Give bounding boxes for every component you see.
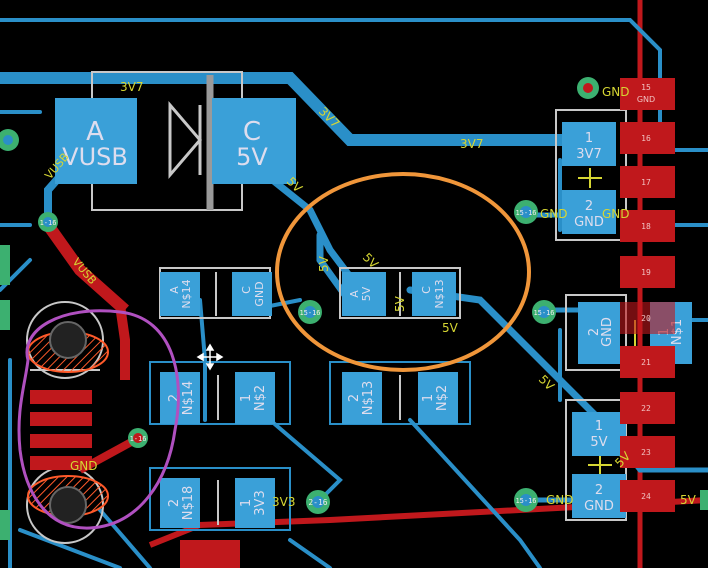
small-diode-right-a-net: 5V	[360, 286, 373, 301]
r1-pad1: 1	[239, 394, 254, 402]
via-label-3: 15-16	[515, 209, 536, 217]
net-label-3v3: 3V3	[272, 495, 295, 509]
header-pin-22: 22	[641, 404, 651, 413]
r3-pad1: 1	[239, 499, 254, 507]
net-label-5v-5: 5V	[442, 321, 459, 335]
move-cursor-icon	[196, 343, 224, 371]
cap-bot-pad1-net: 5V	[590, 435, 607, 450]
net-label-gnd-3: GND	[546, 493, 574, 507]
header-pin-17: 17	[641, 178, 651, 187]
highlight-circle-orange	[275, 172, 531, 372]
small-diode-right-c: C	[420, 286, 433, 294]
resistor-r2[interactable]: 2 N$13 1 N$2	[329, 361, 471, 425]
net-label-gnd-2: GND	[602, 207, 630, 221]
capacitor-top[interactable]: 1 3V7 2 GND	[562, 122, 616, 234]
edge-copper-mid	[0, 300, 10, 330]
small-diode-right-a: A	[348, 290, 361, 298]
header-pin-23: 23	[641, 448, 651, 457]
r1-pad2-net: N$14	[181, 381, 196, 416]
r2-pad1: 1	[421, 394, 436, 402]
small-diode-left-a: A	[168, 286, 181, 294]
diode-anode-net: VUSB	[62, 143, 128, 171]
cap-bot-pad2: 2	[595, 483, 603, 498]
capacitor-bottom[interactable]: 1 5V 2 GND	[572, 412, 626, 518]
header-pin-24: 24	[641, 492, 651, 501]
via-label-4: 15-16	[533, 309, 554, 317]
via-label-2: 15-16	[299, 309, 320, 317]
header-pin-15-net: GND	[637, 95, 655, 104]
net-label-3v7-right: 3V7	[460, 137, 483, 151]
small-diode-left-c-net: GND	[253, 281, 266, 306]
small-diode-left-c: C	[240, 286, 253, 294]
cap-top-pad1: 1	[585, 131, 593, 146]
net-label-gnd-usb: GND	[70, 459, 98, 473]
small-diode-right-c-net: N$13	[433, 279, 446, 308]
header-pin-18: 18	[641, 222, 651, 231]
diode-anode-label: A	[86, 117, 104, 147]
r2-pad2-net: N$13	[361, 381, 376, 416]
cap-bot-pad2-net: GND	[584, 499, 614, 514]
vias[interactable]: 1-16 15-16 15-16 15-16 15-16 2-16 1-16	[0, 77, 599, 514]
via-label-5: 15-16	[515, 497, 536, 505]
small-diode-left-a-net: N$14	[180, 279, 193, 308]
edge-copper-bot	[0, 510, 10, 540]
resistor-r1[interactable]: 2 N$14 1 N$2	[149, 361, 291, 425]
r3-pad2-net: N$18	[181, 486, 196, 521]
cap-top-pad2: 2	[585, 199, 593, 214]
resistor-r3[interactable]: 2 N$18 1 3V3	[149, 467, 291, 531]
net-label-gnd-1: GND	[540, 207, 568, 221]
cap-bot-pad1: 1	[595, 419, 603, 434]
diode-cathode-label: C	[243, 117, 261, 147]
r3-pad1-net: 3V3	[253, 490, 268, 515]
net-label-3v7-top: 3V7	[120, 80, 143, 94]
via-label-1: 1-16	[40, 219, 57, 227]
r1-pad2: 2	[167, 394, 182, 402]
cap-mid-pad2-net: GND	[600, 317, 615, 347]
via-label-7: 1-16	[130, 435, 147, 443]
via-label-6: 2-16	[308, 498, 327, 507]
header-pin-20: 20	[641, 314, 651, 323]
small-diode-left[interactable]: A N$14 C GND	[160, 272, 272, 316]
usb-connector[interactable]	[27, 321, 137, 524]
header-pin-21: 21	[641, 358, 651, 367]
edge-copper-right	[700, 490, 708, 510]
header-pin-strip[interactable]: 15 GND 16 17 18 19 20 21 22 23 24	[620, 78, 675, 512]
net-label-gnd-4: GND	[602, 85, 630, 99]
diode-component[interactable]: A VUSB C 5V	[55, 98, 296, 184]
r2-pad1-net: N$2	[435, 385, 450, 411]
r3-pad2: 2	[167, 499, 182, 507]
diode-cathode-net: 5V	[236, 143, 268, 171]
header-pin-19: 19	[641, 268, 651, 277]
small-diode-right[interactable]: A 5V C N$13	[342, 272, 456, 316]
header-pin-16: 16	[641, 134, 651, 143]
cap-top-pad2-net: GND	[574, 215, 604, 230]
highlight-loop-purple	[17, 309, 180, 530]
net-label-5v-8: 5V	[680, 493, 697, 507]
r2-pad2: 2	[347, 394, 362, 402]
header-pin-15: 15	[641, 83, 651, 92]
r1-pad1-net: N$2	[253, 385, 268, 411]
cap-mid-pad2: 2	[587, 328, 602, 336]
cap-top-pad1-net: 3V7	[576, 147, 601, 162]
net-label-5v-4: 5V	[393, 295, 407, 312]
net-label-5v-2: 5V	[317, 255, 331, 272]
edge-copper-top	[0, 245, 10, 285]
